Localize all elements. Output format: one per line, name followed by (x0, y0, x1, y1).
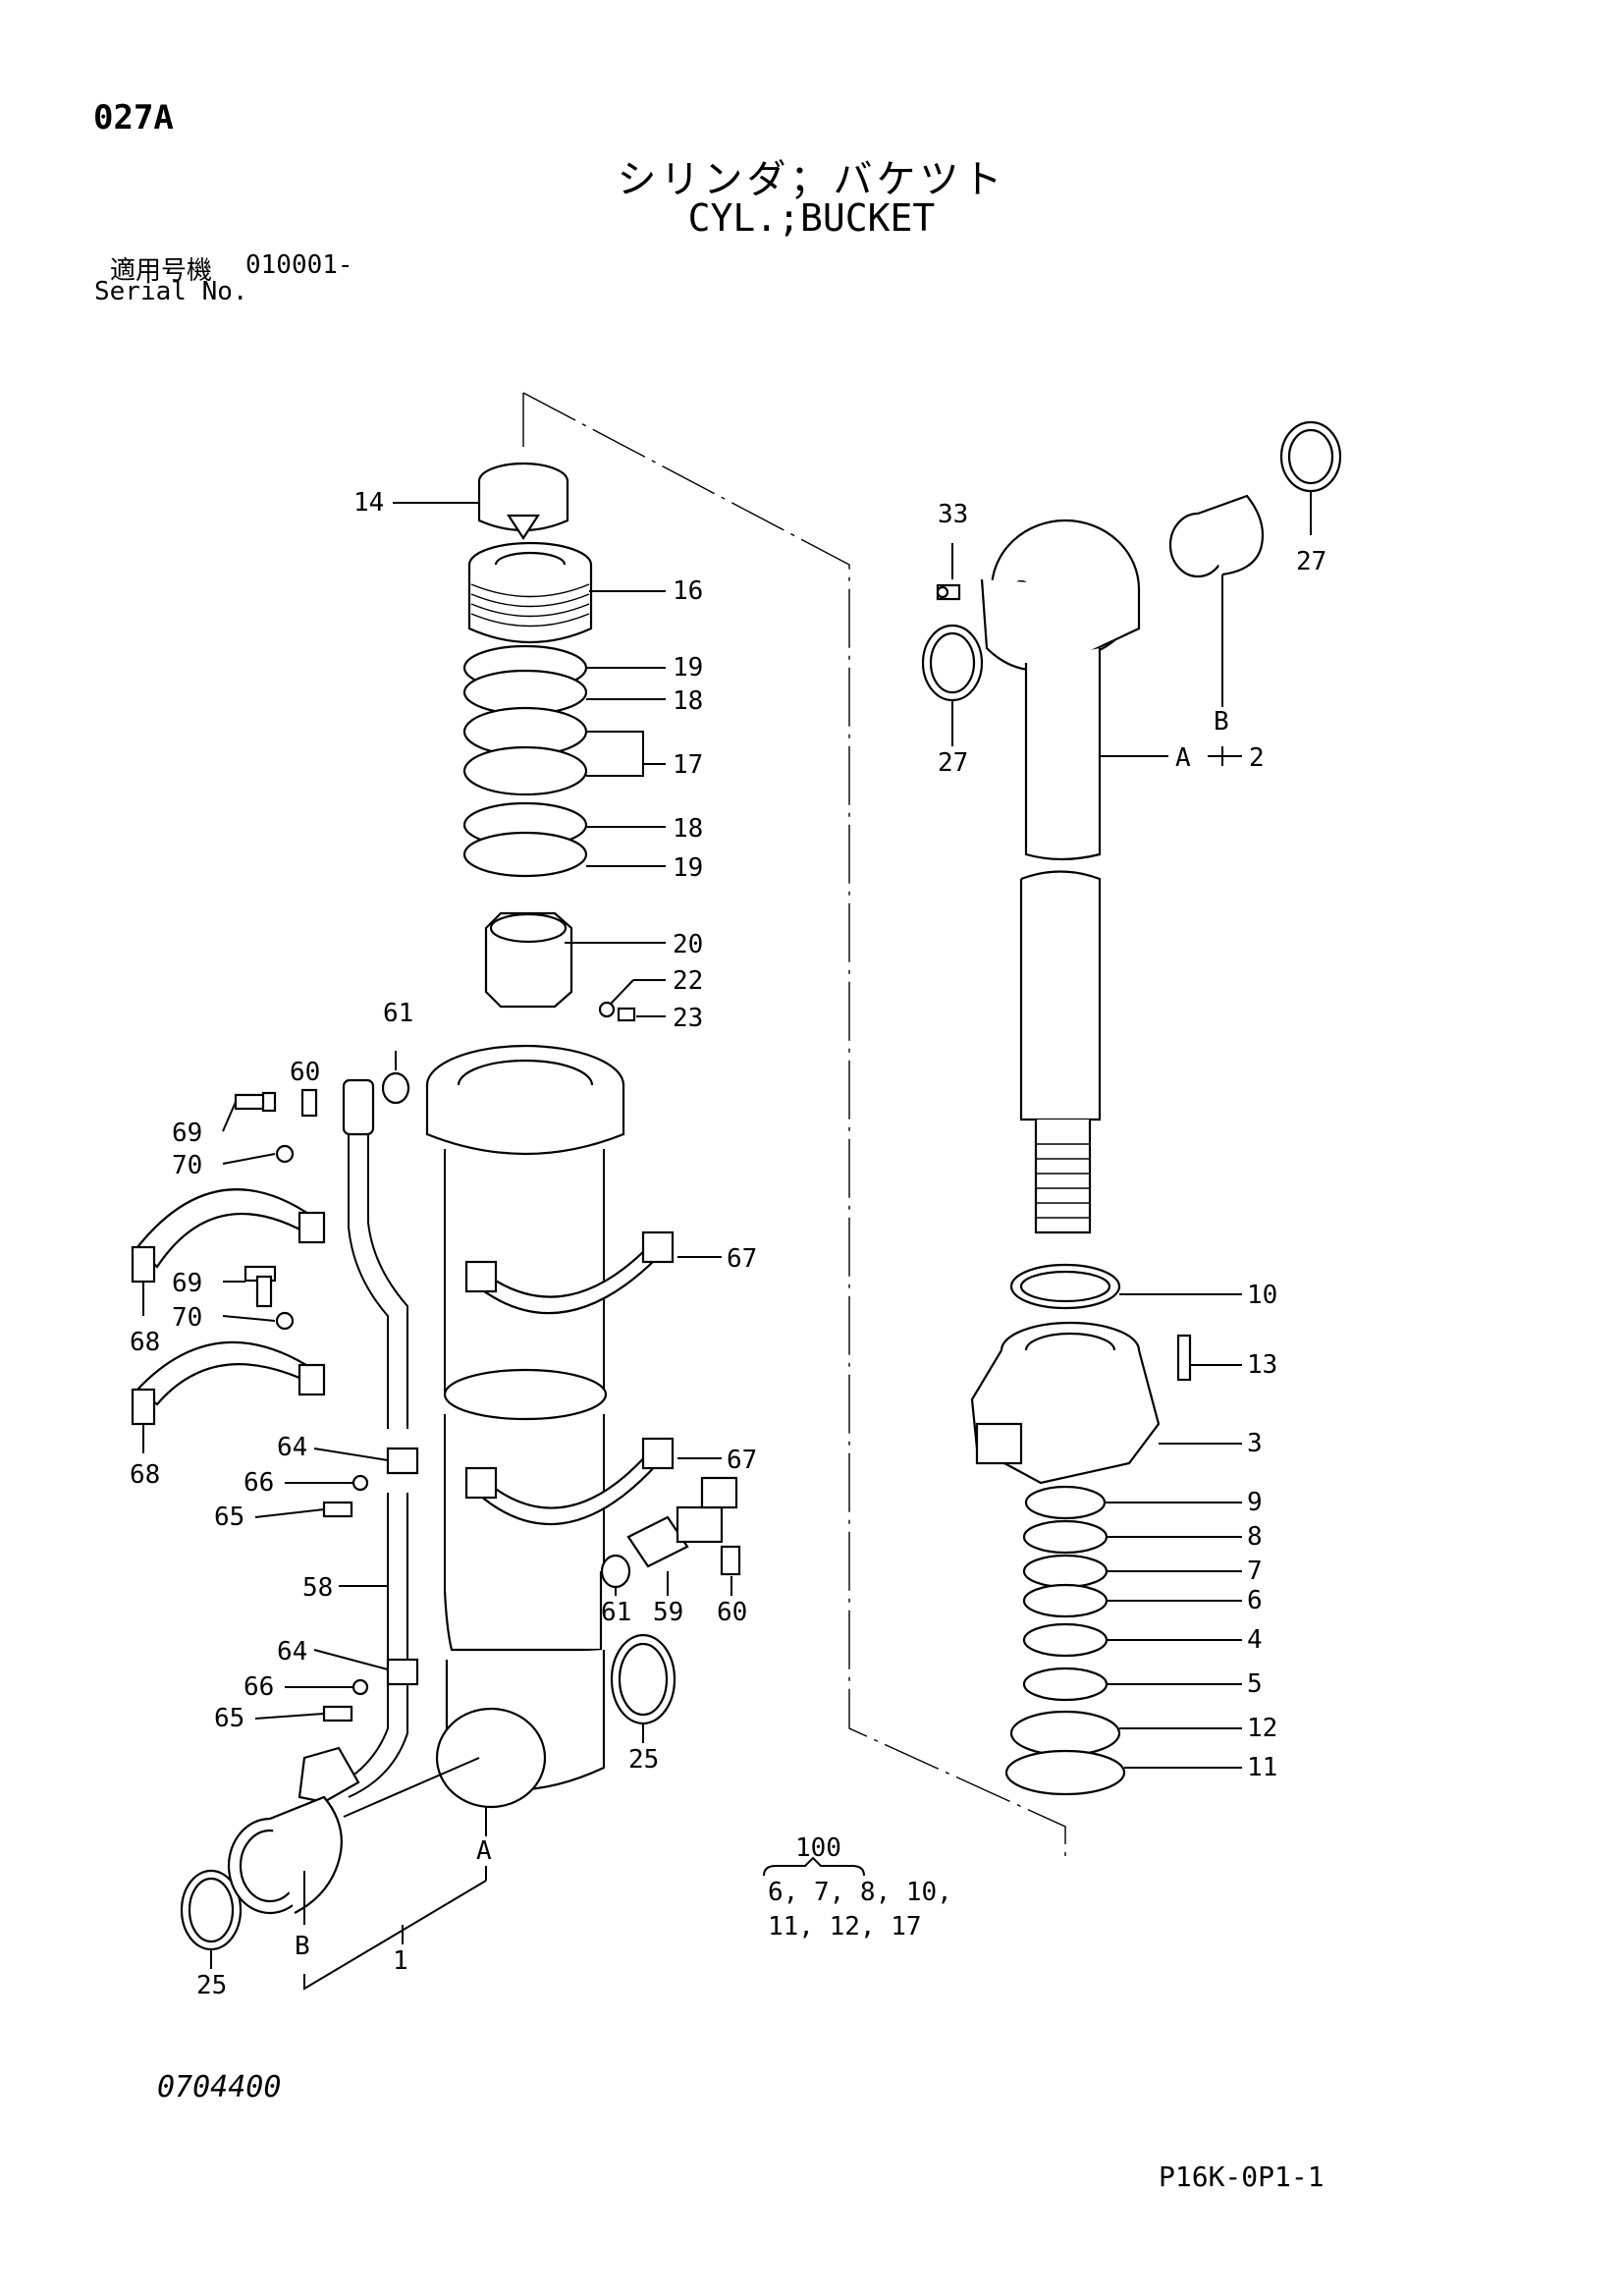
rod-eye (980, 519, 1141, 672)
rod-cover (970, 1263, 1192, 1485)
callout-17: 17 (673, 750, 703, 780)
callout-13: 13 (1247, 1350, 1277, 1380)
pipe-lower (298, 1493, 408, 1804)
callout-67: 67 (727, 1244, 757, 1274)
pipe-upper (342, 1078, 408, 1429)
callout-A: A (1175, 743, 1191, 773)
grease-fitting (936, 583, 961, 601)
title-english: CYL.;BUCKET (687, 196, 936, 240)
callout-25: 25 (628, 1745, 659, 1775)
callout-18: 18 (673, 814, 703, 844)
frame-lines (522, 392, 1066, 1856)
callout-65: 65 (214, 1503, 244, 1532)
callout-A: A (476, 1836, 492, 1866)
hex-nut (484, 911, 636, 1022)
clamps-lower (131, 1340, 675, 1526)
callout-4: 4 (1247, 1625, 1263, 1655)
page-code: 027A (93, 98, 174, 137)
serial-label-english: Serial No. (94, 277, 248, 306)
kit-contents-line1: 6, 7, 8, 10, (768, 1878, 952, 1907)
callout-67: 67 (727, 1446, 757, 1475)
callout-70: 70 (172, 1151, 202, 1180)
bushing-right (921, 420, 1342, 702)
callout-1: 1 (393, 1946, 408, 1976)
callout-61: 61 (383, 999, 413, 1028)
callout-66: 66 (243, 1672, 274, 1702)
o-rings-left (180, 1071, 676, 1951)
callout-65: 65 (214, 1704, 244, 1733)
serial-value: 010001- (245, 250, 353, 280)
callout-9: 9 (1247, 1488, 1263, 1517)
seal-rings-top (462, 644, 588, 878)
callout-68: 68 (130, 1460, 160, 1490)
callout-7: 7 (1247, 1557, 1263, 1586)
leader-lines (142, 491, 1312, 1991)
clamps-upper (131, 1188, 675, 1315)
callout-19: 19 (673, 853, 703, 883)
callout-61: 61 (601, 1598, 631, 1627)
callout-58: 58 (302, 1573, 333, 1603)
callout-B: B (1214, 707, 1229, 737)
callout-23: 23 (673, 1004, 703, 1033)
callout-12: 12 (1247, 1714, 1277, 1743)
callout-22: 22 (673, 966, 703, 996)
callout-66: 66 (243, 1468, 274, 1498)
bushing-left (227, 1795, 343, 1915)
callout-16: 16 (673, 576, 703, 606)
callout-labels: 14 16 19 18 17 18 19 20 22 23 61 60 69 7… (130, 488, 1326, 2000)
callout-11: 11 (1247, 1753, 1277, 1782)
title-japanese: シリンダ；バケツト (617, 157, 1006, 202)
callout-20: 20 (673, 930, 703, 959)
callout-60: 60 (717, 1598, 747, 1627)
piston (467, 541, 593, 644)
rod (1019, 648, 1102, 1234)
callout-27: 27 (938, 748, 968, 778)
callout-2: 2 (1249, 743, 1265, 773)
callout-33: 33 (938, 500, 968, 529)
callout-8: 8 (1247, 1522, 1263, 1552)
callout-59: 59 (653, 1598, 683, 1627)
callout-6: 6 (1247, 1586, 1263, 1615)
callout-64: 64 (277, 1637, 307, 1667)
cylinder-tube (425, 1044, 625, 1809)
callout-B: B (295, 1932, 310, 1961)
callout-69: 69 (172, 1119, 202, 1148)
callout-68: 68 (130, 1328, 160, 1357)
kit-contents-line2: 11, 12, 17 (768, 1912, 922, 1941)
callout-10: 10 (1247, 1281, 1277, 1310)
callout-69: 69 (172, 1269, 202, 1298)
callout-5: 5 (1247, 1669, 1263, 1699)
callout-70: 70 (172, 1303, 202, 1333)
callout-18: 18 (673, 686, 703, 716)
callout-14: 14 (353, 488, 384, 518)
callout-3: 3 (1247, 1429, 1263, 1458)
callout-64: 64 (277, 1433, 307, 1462)
piston-nut-top (477, 462, 569, 541)
bolts-left (234, 1088, 419, 1722)
page-id: P16K-0P1-1 (1159, 2160, 1325, 2193)
kit-number: 100 (795, 1833, 841, 1863)
callout-25: 25 (196, 1971, 227, 2000)
serial-label-japanese: 適用号機 (110, 256, 213, 286)
drawing-number: 0704400 (157, 2070, 282, 2105)
callout-27: 27 (1296, 547, 1326, 576)
callout-60: 60 (290, 1058, 320, 1087)
callout-19: 19 (673, 653, 703, 683)
